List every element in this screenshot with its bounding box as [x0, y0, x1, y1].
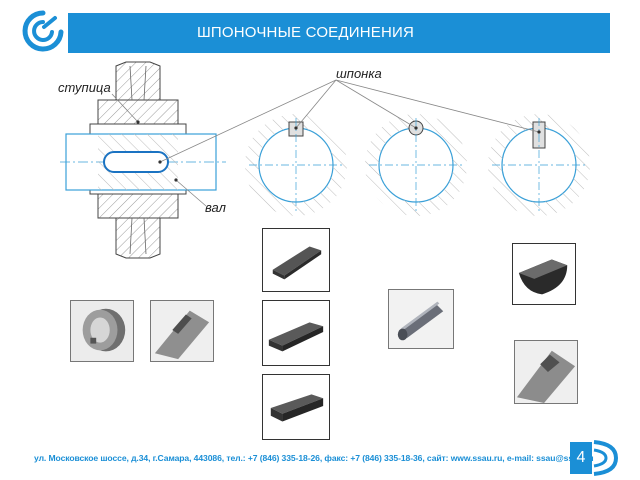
- prismatic-key-photo-2: [262, 300, 330, 366]
- shaft-label: вал: [205, 200, 226, 215]
- round-key-photo: [388, 289, 454, 349]
- cross-section-round: [365, 114, 467, 216]
- header-bar: [68, 13, 610, 53]
- cross-section-segment: [488, 114, 590, 216]
- segment-key-photo: [512, 243, 576, 305]
- footer-address: ул. Московское шоссе, д.34, г.Самара, 44…: [34, 453, 594, 463]
- page-title: ШПОНОЧНЫЕ СОЕДИНЕНИЯ: [196, 24, 415, 41]
- cross-section-prismatic: [245, 114, 347, 216]
- shaft: [60, 133, 226, 191]
- shaft-segment-keyway-photo: [514, 340, 578, 404]
- footer-logo-icon: [593, 440, 618, 476]
- prismatic-key-photo-3: [262, 374, 330, 440]
- hub-label: ступица: [58, 80, 111, 95]
- key-label: шпонка: [336, 66, 382, 81]
- page-number: 4: [570, 442, 592, 474]
- prismatic-key-photo-1: [262, 228, 330, 292]
- university-logo-icon: [22, 10, 64, 52]
- leader-lines: [111, 79, 540, 207]
- hub-bushing-photo: [70, 300, 134, 362]
- shaft-keyway-photo: [150, 300, 214, 362]
